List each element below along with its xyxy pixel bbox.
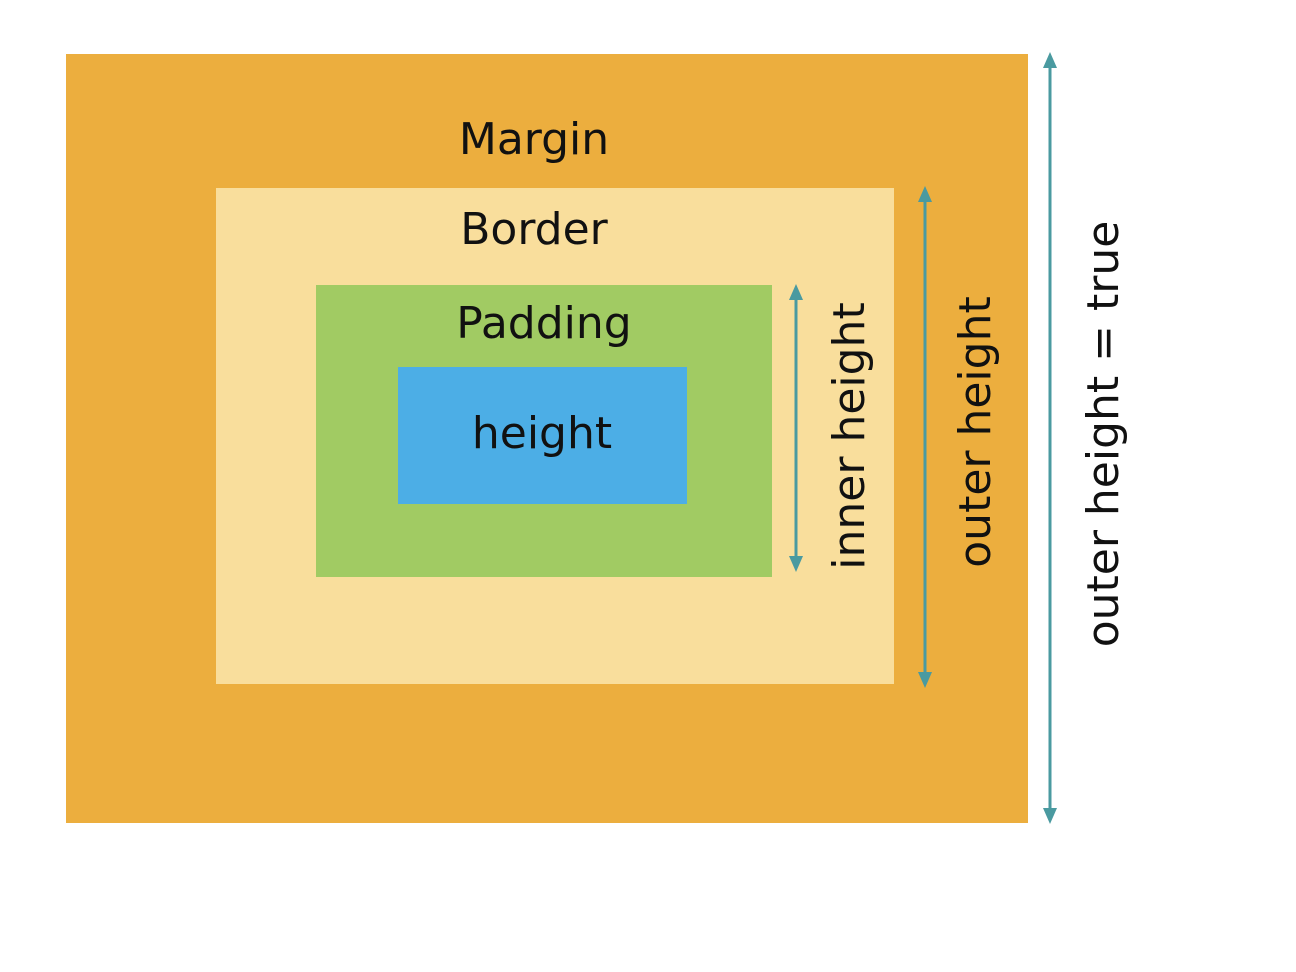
outer-height-label: outer height (950, 296, 1001, 568)
border-label: Border (460, 204, 608, 255)
content-box (398, 367, 687, 504)
margin-label: Margin (458, 114, 610, 165)
outer-height-true-arrow (1043, 52, 1057, 824)
content-height-label: height (471, 408, 613, 459)
outer-height-true-label: outer height = true (1078, 220, 1129, 648)
inner-height-arrow (789, 284, 803, 572)
outer-height-arrow (918, 186, 932, 688)
inner-height-label: inner height (824, 302, 875, 570)
padding-label: Padding (456, 298, 632, 349)
